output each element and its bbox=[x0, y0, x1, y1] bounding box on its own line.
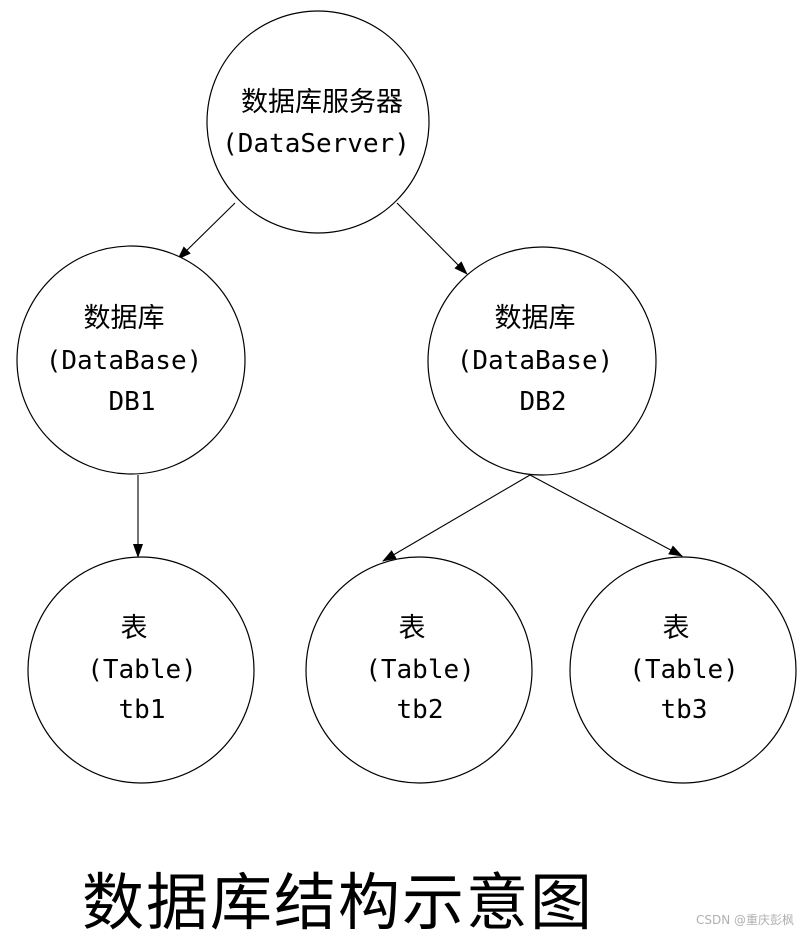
node-dataserver-circle bbox=[206, 10, 430, 234]
node-db1-circle bbox=[16, 245, 246, 475]
node-tb2: 表 (Table) tb2 bbox=[305, 556, 533, 784]
node-tb2-circle bbox=[305, 556, 533, 784]
node-db2-label-en: (DataBase) bbox=[457, 346, 614, 376]
node-tb3-label-cn: 表 bbox=[663, 613, 690, 644]
node-db2-circle bbox=[427, 246, 657, 476]
node-tb1-label-id: tb1 bbox=[119, 695, 166, 725]
node-tb3-circle bbox=[569, 556, 797, 784]
diagram-caption: 数据库结构示意图 bbox=[82, 866, 595, 939]
node-tb1-label-cn: 表 bbox=[121, 613, 148, 644]
node-db2-label-id: DB2 bbox=[520, 387, 567, 417]
node-tb1-circle bbox=[27, 556, 255, 784]
node-tb2-label-cn: 表 bbox=[399, 613, 426, 644]
node-db1-label-en: (DataBase) bbox=[46, 346, 203, 376]
node-dataserver-label-en: (DataServer) bbox=[222, 129, 410, 159]
node-db1-label-cn: 数据库 bbox=[84, 303, 165, 334]
node-tb2-label-en: (Table) bbox=[365, 655, 475, 685]
node-db2-label-cn: 数据库 bbox=[495, 303, 576, 334]
edges bbox=[133, 202, 683, 562]
node-dataserver: 数据库服务器 (DataServer) bbox=[206, 10, 430, 234]
node-tb3: 表 (Table) tb3 bbox=[569, 556, 797, 784]
node-dataserver-label-cn: 数据库服务器 bbox=[241, 87, 403, 118]
node-tb3-label-en: (Table) bbox=[629, 655, 739, 685]
edge-server-db1 bbox=[177, 202, 236, 260]
node-db2: 数据库 (DataBase) DB2 bbox=[427, 246, 657, 476]
node-tb3-label-id: tb3 bbox=[661, 695, 708, 725]
node-tb2-label-id: tb2 bbox=[397, 695, 444, 725]
edge-server-db2 bbox=[396, 202, 468, 275]
edge-db2-tb3 bbox=[529, 474, 683, 557]
node-db1-label-id: DB1 bbox=[109, 387, 156, 417]
node-tb1: 表 (Table) tb1 bbox=[27, 556, 255, 784]
node-tb1-label-en: (Table) bbox=[87, 655, 197, 685]
node-db1: 数据库 (DataBase) DB1 bbox=[16, 245, 246, 475]
watermark: CSDN @重庆彭枫 bbox=[695, 913, 794, 927]
edge-db2-tb2 bbox=[382, 474, 531, 562]
